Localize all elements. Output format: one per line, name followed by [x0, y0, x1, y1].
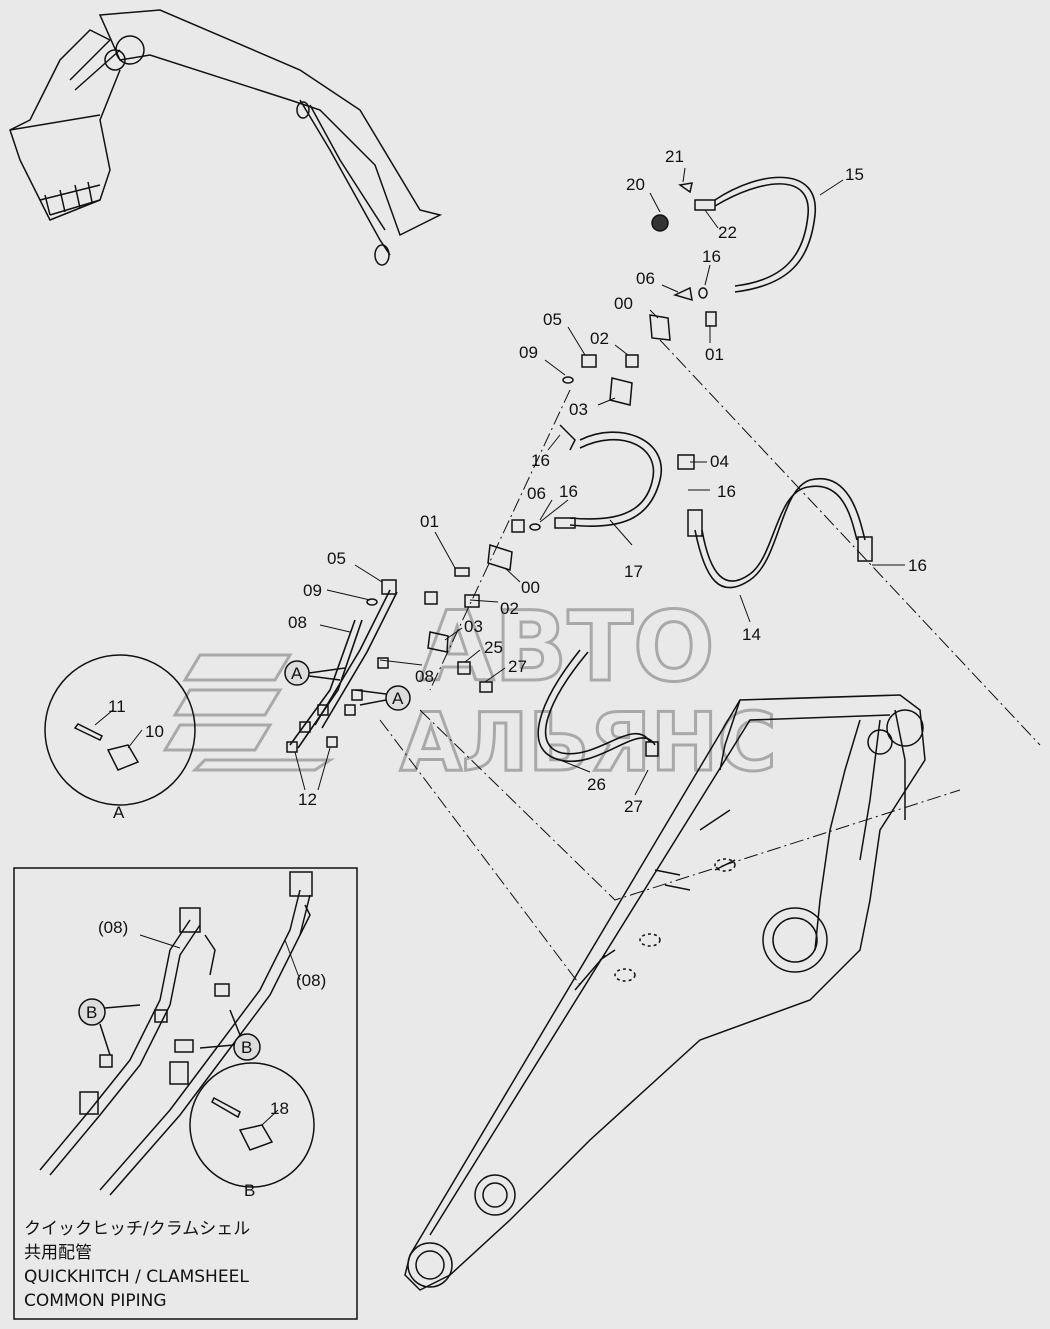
label-16b: 16	[531, 451, 550, 470]
label-10: 10	[145, 722, 164, 741]
label-06a: 06	[636, 269, 655, 288]
detail-a	[44, 654, 196, 806]
inset-caption: クイックヒッチ/クラムシェル 共用配管 QUICKHITCH / CLAMSHE…	[24, 1217, 250, 1313]
label-09b: 09	[303, 581, 322, 600]
label-21: 21	[665, 147, 684, 166]
caption-en-line1: QUICKHITCH / CLAMSHEEL	[24, 1267, 249, 1287]
label-11: 11	[108, 697, 126, 716]
detail-a-label: A	[113, 803, 125, 822]
label-20: 20	[626, 175, 645, 194]
label-18: 18	[270, 1099, 289, 1118]
label-17: 17	[624, 562, 643, 581]
label-03b: 03	[464, 617, 483, 636]
inset-box	[13, 867, 358, 1320]
hose-14	[694, 477, 866, 589]
label-16a: 16	[702, 247, 721, 266]
label-05a: 05	[543, 310, 562, 329]
label-00a: 00	[614, 294, 633, 313]
label-16c: 16	[717, 482, 736, 501]
label-27a: 27	[508, 657, 527, 676]
label-06b: 06	[527, 484, 546, 503]
label-03a: 03	[569, 400, 588, 419]
caption-jp-line2: 共用配管	[24, 1243, 92, 1263]
label-02a: 02	[590, 329, 609, 348]
label-22: 22	[718, 223, 737, 242]
label-09a: 09	[519, 343, 538, 362]
label-08b: 08	[415, 667, 434, 686]
label-26: 26	[587, 775, 606, 794]
label-05b: 05	[327, 549, 346, 568]
label-00b: 00	[521, 578, 540, 597]
caption-en-line2: COMMON PIPING	[24, 1291, 167, 1311]
hose-15	[714, 176, 816, 293]
arm-outline	[404, 694, 926, 1291]
label-02b: 02	[500, 599, 519, 618]
watermark-logo	[162, 653, 335, 772]
callouts: A A A B B B	[78, 660, 411, 1200]
label-14: 14	[742, 625, 761, 644]
hose-17	[569, 431, 663, 527]
excavator-overview	[9, 9, 443, 266]
label-01a: 01	[705, 345, 724, 364]
detail-b-label: B	[244, 1181, 255, 1200]
hose-26	[537, 649, 656, 763]
label-16d: 16	[559, 482, 578, 501]
guide-lines	[379, 339, 1041, 986]
label-08d: (08)	[296, 971, 326, 990]
label-08c: (08)	[98, 918, 128, 937]
fittings	[286, 182, 873, 757]
label-15: 15	[845, 165, 864, 184]
part-labels: 21 20 15 22 16 06 00 01 05 02 09 03 16 0…	[98, 147, 927, 1118]
callout-b-2: B	[241, 1038, 252, 1057]
label-04: 04	[710, 452, 729, 471]
label-08a: 08	[288, 613, 307, 632]
callout-b-1: B	[86, 1003, 97, 1022]
pipe-08	[289, 589, 398, 749]
leader-lines	[94, 167, 905, 1126]
callout-a-2: A	[392, 689, 404, 708]
watermark-line1: АВТО	[420, 591, 715, 703]
label-12: 12	[298, 790, 317, 809]
label-27b: 27	[624, 797, 643, 816]
hoses	[289, 176, 866, 763]
label-01b: 01	[420, 512, 439, 531]
callout-a-1: A	[291, 664, 303, 683]
caption-jp-line1: クイックヒッチ/クラムシェル	[24, 1219, 251, 1239]
label-16e: 16	[908, 556, 927, 575]
label-25: 25	[484, 638, 503, 657]
